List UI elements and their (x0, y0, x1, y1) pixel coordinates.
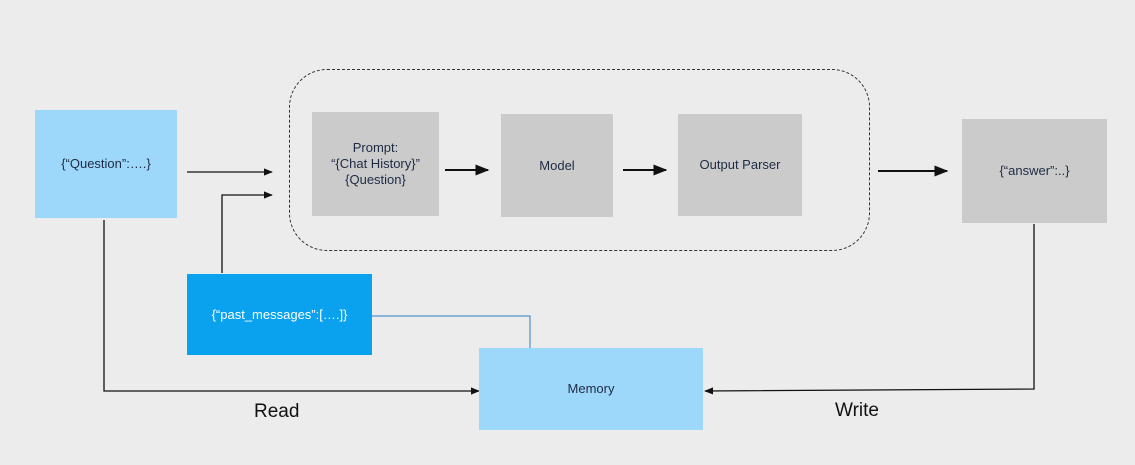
output-parser-node: Output Parser (678, 114, 802, 216)
arrow-read-to-memory (103, 220, 480, 395)
arrow-write-to-memory (704, 224, 1035, 395)
answer-output-node: {“answer”:..} (962, 119, 1107, 223)
past-messages-node: {“past_messages”:[….]} (187, 274, 372, 355)
read-edge-label: Read (254, 401, 300, 422)
connector-memory-to-past-messages (372, 315, 531, 348)
write-edge-label: Write (835, 400, 879, 421)
arrow-past-messages-to-chain (221, 191, 273, 273)
question-input-node: {“Question”:….} (35, 110, 177, 218)
chain-group (289, 69, 870, 251)
memory-node: Memory (479, 348, 703, 430)
model-node: Model (501, 114, 613, 217)
prompt-node: Prompt: “{Chat History}” {Question} (312, 112, 439, 216)
